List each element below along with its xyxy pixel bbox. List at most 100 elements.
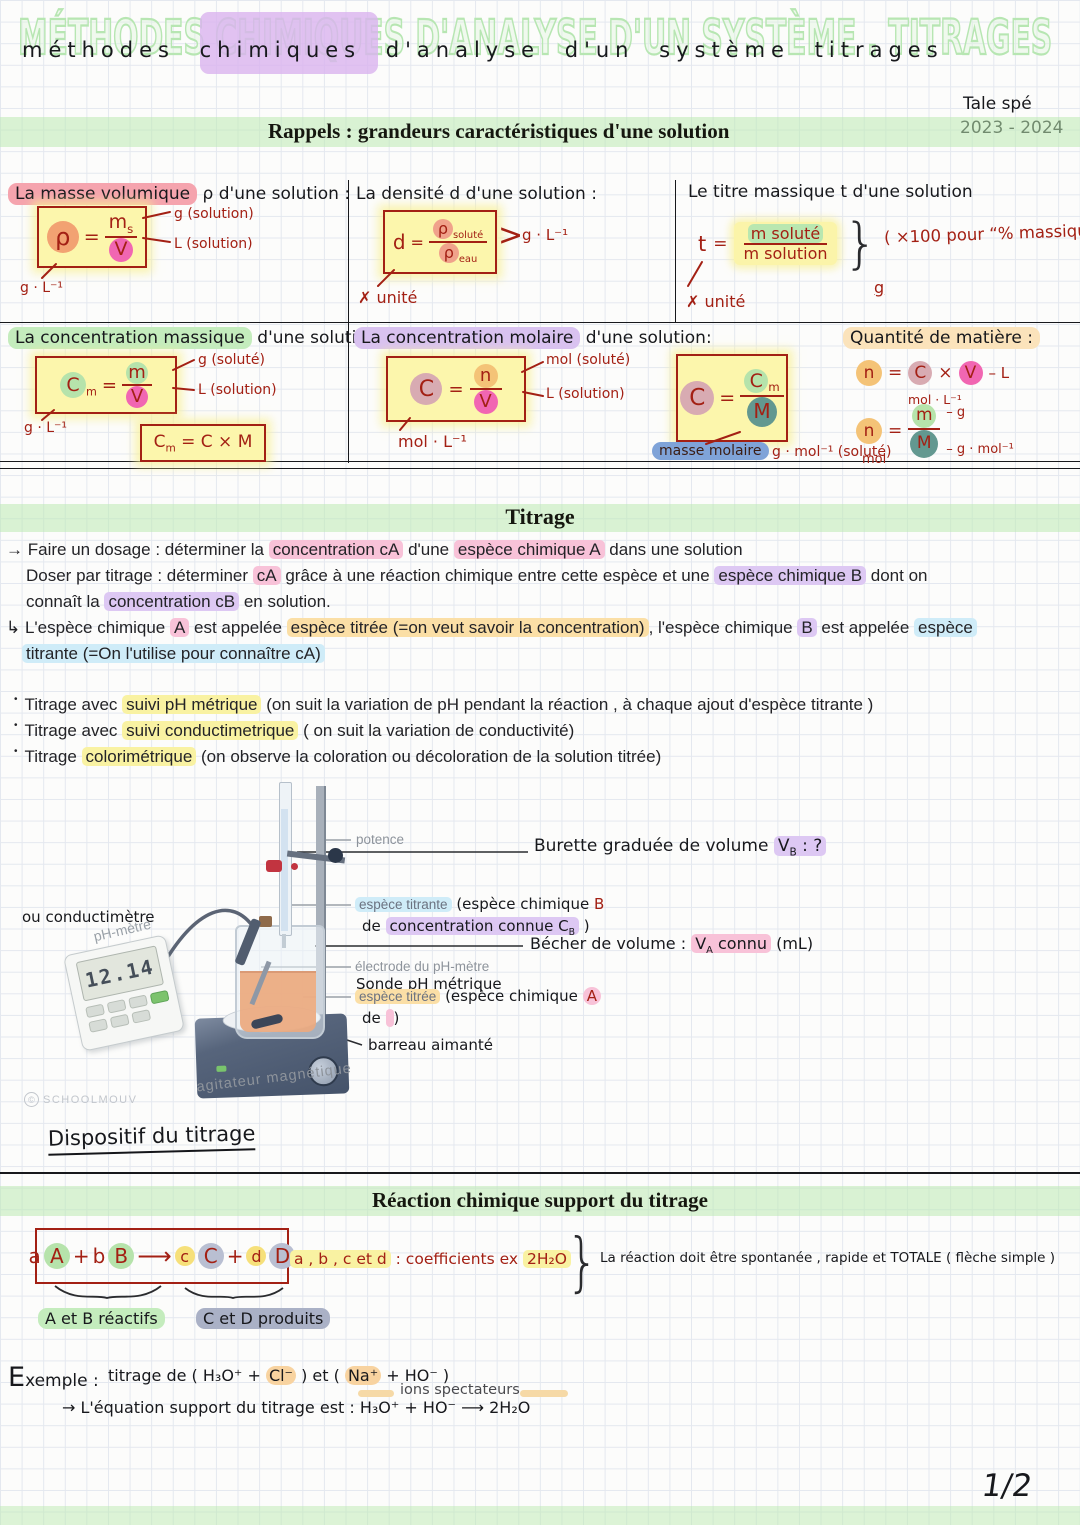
potence-label: potence	[356, 832, 405, 847]
table-bottom-line-1	[0, 461, 1080, 462]
rho-symbol: ρ	[46, 220, 79, 253]
stopcock-handle[interactable]	[291, 863, 298, 870]
reaction-note: La réaction doit être spontanée , rapide…	[600, 1250, 1056, 1266]
masse-molaire-pill: masse molaire	[652, 442, 769, 460]
exemple-line-2: → L'équation support du titrage est : H₃…	[62, 1398, 531, 1417]
unit-note: g	[874, 278, 885, 297]
burette-liquid	[281, 809, 288, 931]
reaction-heading: Réaction chimique support du titrage	[372, 1188, 708, 1212]
titrage-line: connaît la concentration cB en solution.	[26, 592, 331, 611]
ph-reading: 12.14	[83, 954, 157, 993]
barreau-label: barreau aimanté	[368, 1036, 493, 1054]
rappels-heading: Rappels : grandeurs caractéristiques d'u…	[268, 119, 730, 143]
espece-titree-label-2: de )	[362, 1009, 400, 1027]
titrage-line: Doser par titrage : déterminer cA grâce …	[26, 566, 928, 585]
percent-note: ( ×100 pour “% massique” )	[883, 220, 1080, 248]
unit-note: L (solution)	[546, 386, 625, 402]
burette-label: Burette graduée de volume VB : ?	[534, 836, 827, 858]
masse-volumique-title: La masse volumique ρ d'une solution :	[8, 183, 350, 205]
no-unit-note: ✗ unité	[358, 288, 418, 307]
becher-label: Bécher de volume : VA connu (mL)	[530, 934, 814, 957]
densite-title: La densité d d'une solution :	[356, 184, 597, 204]
quantite-title: Quantité de matière :	[843, 327, 1040, 349]
ou-conductimetre-label: ou conductimètre	[22, 908, 155, 926]
unit-note: mol · L⁻¹	[908, 392, 962, 407]
rho-solute-symbol: ρ	[432, 218, 453, 239]
quantite-f1: n = C × V – L	[856, 360, 1009, 386]
masse-volumique-formula-box: ρ = ms V	[37, 206, 147, 268]
unit-note: mol (soluté)	[546, 352, 631, 368]
electrode-label: électrode du pH-mètre	[355, 959, 490, 974]
meter-button	[88, 1018, 109, 1033]
meter-button	[106, 999, 127, 1014]
reaction-heading-band: Réaction chimique support du titrage	[0, 1186, 1080, 1216]
sonde-label: Sonde pH métrique	[356, 975, 502, 993]
rho-eau-symbol: ρ	[438, 243, 459, 263]
level-note: Tale spé	[963, 94, 1032, 114]
titrage-line: → Faire un dosage : déterminer la concen…	[6, 540, 743, 559]
meter-button	[131, 1009, 152, 1024]
volume-symbol: V	[108, 237, 133, 262]
titrage-bullet: •Titrage avec suivi conductimetrique ( o…	[14, 720, 575, 740]
conc-massique-title-highlight: La concentration massique	[8, 327, 252, 349]
titrage-line: ↳ L'espèce chimique A est appelée espèce…	[6, 618, 977, 638]
watermark: © SCHOOLMOUV	[24, 1092, 137, 1107]
stopcock[interactable]	[266, 860, 282, 872]
greater-mark: >	[498, 218, 524, 253]
unit-note: g · mol⁻¹ (soluté)	[772, 444, 892, 460]
titrage-bullet: •Titrage colorimétrique (on observe la c…	[14, 746, 662, 766]
ph-meter: 12.14	[62, 934, 186, 1052]
reaction-arrow: ⟶	[137, 1242, 172, 1270]
table-col-divider-1	[348, 180, 349, 463]
cork	[259, 916, 272, 927]
decorative-outline-title: MÉTHODES CHIMIQUES D'ANALYSE D'UN SYSTÈM…	[17, 9, 1053, 67]
titre-massique-title: Le titre massique t d'une solution	[688, 182, 973, 202]
ions-dash-left	[358, 1390, 394, 1397]
conc-molaire-title-highlight: La concentration molaire	[354, 327, 581, 349]
reactifs-label: A et B réactifs	[38, 1308, 165, 1329]
unit-note: g · L⁻¹	[20, 280, 64, 296]
section-divider	[0, 1172, 1080, 1174]
titre-massique-formula: t = m soluté m solution }	[698, 212, 878, 275]
espece-titrante-label-2: de concentration connue CB )	[362, 917, 590, 938]
ions-spectateurs-label: ions spectateurs	[400, 1382, 520, 1398]
reaction-equation-box: a A + b B ⟶ c C + d D	[29, 1228, 296, 1284]
unit-note: L (solution)	[174, 236, 253, 252]
unit-note: g · L⁻¹	[522, 226, 569, 244]
rappels-heading-band: Rappels : grandeurs caractéristiques d'u…	[0, 117, 1080, 147]
cm-cxm-box: Cm = C × M	[140, 424, 266, 462]
titration-diagram: 12.14	[0, 778, 1080, 1130]
unit-note: mol	[862, 452, 887, 467]
espece-titrante-label: espèce titrante (espèce chimique B	[355, 895, 604, 913]
brace: }	[843, 212, 878, 275]
stirrer-led	[216, 1065, 227, 1072]
masse-volumique-title-highlight: La masse volumique	[8, 183, 198, 205]
table-bottom-line-2	[0, 468, 1080, 469]
copyright-icon: ©	[24, 1092, 39, 1107]
conc-molaire-title: La concentration molaire d'une solution:	[354, 327, 712, 349]
burette	[279, 782, 292, 936]
meter-button	[109, 1013, 130, 1029]
no-unit-note: ✗ unité	[686, 292, 746, 311]
produits-label: C et D produits	[196, 1308, 331, 1329]
purple-highlight-block	[200, 12, 378, 74]
titrage-heading-band: Titrage	[0, 504, 1080, 532]
espece-titree-label: espèce titrée (espèce chimique A	[355, 987, 601, 1005]
unit-note: mol · L⁻¹	[398, 432, 467, 451]
unit-note: L (solution)	[198, 382, 277, 398]
exemple-label: Exemple :	[8, 1362, 99, 1393]
meter-button	[128, 994, 149, 1010]
quantite-f2: n = m M – g – g · mol⁻¹	[856, 404, 1014, 458]
conc-massique-title: La concentration massique d'une solution…	[8, 327, 383, 349]
table-col-divider-2	[675, 180, 676, 322]
ions-dash-right	[520, 1390, 568, 1397]
page-number: 1/2	[979, 1468, 1035, 1504]
coefficients-note: a , b , c et d : coefficients ex 2H₂O	[290, 1250, 571, 1268]
table-row-divider	[0, 322, 1080, 323]
clamp-knob[interactable]	[328, 848, 343, 863]
titrage-heading: Titrage	[505, 504, 575, 529]
